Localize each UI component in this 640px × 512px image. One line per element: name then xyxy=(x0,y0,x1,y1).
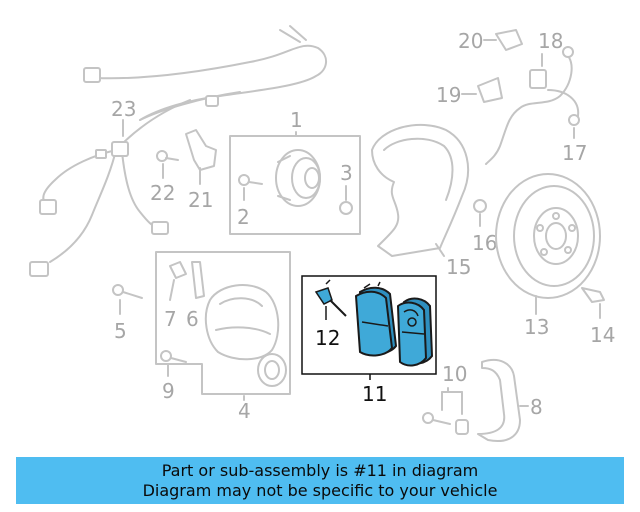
callout-9: 9 xyxy=(162,379,175,403)
callout-22: 22 xyxy=(150,181,175,205)
callout-15: 15 xyxy=(446,255,471,279)
hub-assembly: 1 2 3 xyxy=(229,108,361,235)
callout-18: 18 xyxy=(538,29,563,53)
part-info-banner: Part or sub-assembly is #11 in diagram D… xyxy=(16,457,624,504)
callout-19: 19 xyxy=(436,83,461,107)
sensor-21-group: 21 22 xyxy=(150,129,217,212)
bracket-and-bolts: 10 8 xyxy=(422,358,543,442)
brake-pad-kit: 12 11 xyxy=(301,275,437,406)
top-right-parts: 20 18 19 17 16 xyxy=(436,29,587,255)
callout-17: 17 xyxy=(562,141,587,165)
callout-3: 3 xyxy=(340,161,353,185)
callout-8: 8 xyxy=(530,395,543,419)
callout-4: 4 xyxy=(238,399,251,423)
callout-13: 13 xyxy=(524,315,549,339)
callout-23: 23 xyxy=(111,97,136,121)
wiring-harness: 23 xyxy=(29,25,327,277)
splash-shield: 15 xyxy=(371,123,471,279)
banner-line-part: Part or sub-assembly is #11 in diagram xyxy=(161,460,479,480)
callout-21: 21 xyxy=(188,188,213,212)
callout-5: 5 xyxy=(114,319,127,343)
callout-7: 7 xyxy=(164,307,177,331)
caliper-assembly: 4 6 7 5 9 xyxy=(112,251,291,423)
callout-10: 10 xyxy=(442,362,467,386)
callout-11: 11 xyxy=(362,382,387,406)
callout-1: 1 xyxy=(290,108,303,132)
callout-2: 2 xyxy=(237,205,250,229)
brake-rotor: 13 14 xyxy=(495,173,615,347)
callout-14: 14 xyxy=(590,323,615,347)
callout-20: 20 xyxy=(458,29,483,53)
banner-line-disclaimer: Diagram may not be specific to your vehi… xyxy=(142,480,498,500)
parts-diagram: 23 21 22 1 2 3 15 20 18 xyxy=(29,25,615,442)
callout-16: 16 xyxy=(472,231,497,255)
callout-6: 6 xyxy=(186,307,199,331)
callout-12: 12 xyxy=(315,326,340,350)
